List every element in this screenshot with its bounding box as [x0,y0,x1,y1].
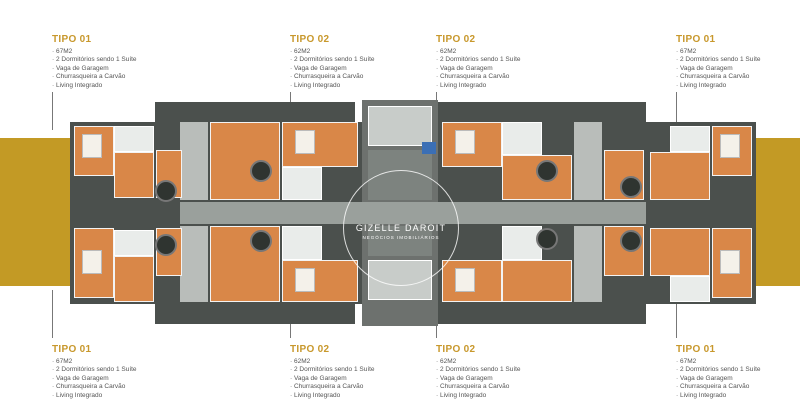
feature-item: 2 Dormitórios sendo 1 Suíte [290,56,420,64]
unit-info-8: TIPO 01 67M22 Dormitórios sendo 1 SuíteVa… [676,344,800,400]
feature-list: 67M22 Dormitórios sendo 1 SuíteVaga de G… [52,358,182,400]
feature-item: 62M2 [290,358,420,366]
feature-item: Living Integrado [52,82,182,90]
feature-item: Vaga de Garagem [676,375,800,383]
unit-title: TIPO 02 [290,344,330,355]
feature-item: Living Integrado [52,392,182,400]
feature-item: Churrasqueira a Carvão [436,383,566,391]
feature-item: 67M2 [676,48,800,56]
unit-info-1: TIPO 01 67M22 Dormitórios sendo 1 SuíteVa… [52,34,182,90]
watermark-subtitle: NEGÓCIOS IMOBILIÁRIOS [362,235,440,240]
feature-item: Churrasqueira a Carvão [290,73,420,81]
feature-list: 67M22 Dormitórios sendo 1 SuíteVaga de G… [676,358,800,400]
feature-item: Vaga de Garagem [436,375,566,383]
feature-item: Vaga de Garagem [290,375,420,383]
feature-item: 2 Dormitórios sendo 1 Suíte [436,366,566,374]
feature-item: Churrasqueira a Carvão [52,383,182,391]
feature-item: Vaga de Garagem [52,375,182,383]
feature-item: Vaga de Garagem [52,65,182,73]
feature-item: Living Integrado [290,392,420,400]
unit-title: TIPO 01 [52,34,92,45]
feature-item: Churrasqueira a Carvão [676,73,800,81]
feature-item: Vaga de Garagem [676,65,800,73]
feature-item: Churrasqueira a Carvão [676,383,800,391]
unit-title: TIPO 01 [52,344,92,355]
feature-item: Living Integrado [436,82,566,90]
feature-item: Living Integrado [676,82,800,90]
feature-item: 2 Dormitórios sendo 1 Suíte [676,366,800,374]
feature-item: Churrasqueira a Carvão [52,73,182,81]
feature-list: 62M22 Dormitórios sendo 1 SuíteVaga de G… [290,358,420,400]
watermark-logo: GIZELLE DAROIT NEGÓCIOS IMOBILIÁRIOS [343,170,459,286]
feature-list: 62M22 Dormitórios sendo 1 SuíteVaga de G… [436,358,566,400]
floor-plan [70,100,756,326]
feature-item: Churrasqueira a Carvão [436,73,566,81]
feature-item: 2 Dormitórios sendo 1 Suíte [436,56,566,64]
pointer-line [676,92,677,130]
feature-item: Vaga de Garagem [290,65,420,73]
unit-info-6: TIPO 02 62M22 Dormitórios sendo 1 SuíteVa… [290,344,420,400]
feature-item: 2 Dormitórios sendo 1 Suíte [676,56,800,64]
feature-list: 62M22 Dormitórios sendo 1 SuíteVaga de G… [290,48,420,90]
unit-title: TIPO 01 [676,34,716,45]
unit-info-5: TIPO 01 67M22 Dormitórios sendo 1 SuíteVa… [52,344,182,400]
feature-item: 2 Dormitórios sendo 1 Suíte [52,56,182,64]
feature-list: 62M22 Dormitórios sendo 1 SuíteVaga de G… [436,48,566,90]
feature-item: 2 Dormitórios sendo 1 Suíte [290,366,420,374]
unit-info-4: TIPO 01 67M22 Dormitórios sendo 1 SuíteVa… [676,34,800,90]
unit-title: TIPO 02 [290,34,330,45]
unit-info-3: TIPO 02 62M22 Dormitórios sendo 1 SuíteVa… [436,34,566,90]
feature-item: 62M2 [290,48,420,56]
unit-title: TIPO 02 [436,34,476,45]
unit-info-7: TIPO 02 62M22 Dormitórios sendo 1 SuíteVa… [436,344,566,400]
feature-item: Living Integrado [290,82,420,90]
feature-list: 67M22 Dormitórios sendo 1 SuíteVaga de G… [52,48,182,90]
unit-info-2: TIPO 02 62M22 Dormitórios sendo 1 SuíteVa… [290,34,420,90]
feature-item: Living Integrado [676,392,800,400]
pointer-line [52,290,53,338]
pointer-line [52,92,53,130]
feature-item: 2 Dormitórios sendo 1 Suíte [52,366,182,374]
watermark-name: GIZELLE DAROIT [355,223,447,233]
feature-item: 67M2 [52,358,182,366]
feature-item: Vaga de Garagem [436,65,566,73]
feature-item: 67M2 [52,48,182,56]
unit-title: TIPO 02 [436,344,476,355]
feature-item: Living Integrado [436,392,566,400]
feature-item: 62M2 [436,48,566,56]
feature-list: 67M22 Dormitórios sendo 1 SuíteVaga de G… [676,48,800,90]
unit-title: TIPO 01 [676,344,716,355]
feature-item: 67M2 [676,358,800,366]
feature-item: 62M2 [436,358,566,366]
feature-item: Churrasqueira a Carvão [290,383,420,391]
pointer-line [676,290,677,338]
